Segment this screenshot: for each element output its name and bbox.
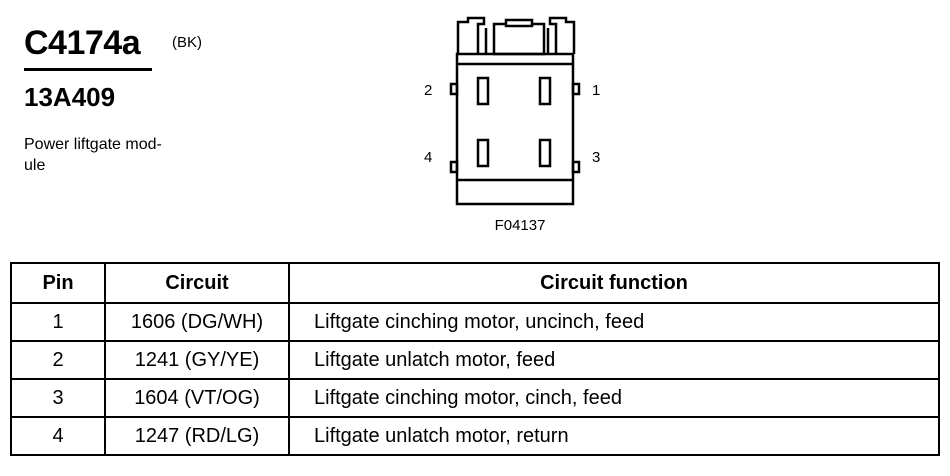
cell-circuit: 1606 (DG/WH): [104, 302, 290, 342]
cell-pin: 3: [10, 378, 106, 418]
connector-color-code: (BK): [172, 34, 202, 51]
cell-circuit: 1604 (VT/OG): [104, 378, 290, 418]
pin-cavity-2: [476, 76, 490, 106]
cell-pin: 2: [10, 340, 106, 380]
table-header-row: Pin Circuit Circuit function: [10, 262, 940, 304]
cell-circuit: 1241 (GY/YE): [104, 340, 290, 380]
header-circuit-function: Circuit function: [288, 262, 940, 304]
title-underline: [24, 68, 152, 71]
pin-table: Pin Circuit Circuit function 1 1606 (DG/…: [10, 262, 940, 456]
connector-latch: [548, 16, 576, 54]
cell-function: Liftgate cinching motor, cinch, feed: [288, 378, 940, 418]
cell-function: Liftgate cinching motor, uncinch, feed: [288, 302, 940, 342]
table-row: 4 1247 (RD/LG) Liftgate unlatch motor, r…: [10, 416, 940, 456]
pin-label-3: 3: [592, 149, 600, 166]
cell-pin: 1: [10, 302, 106, 342]
header-pin: Pin: [10, 262, 106, 304]
table-row: 3 1604 (VT/OG) Liftgate cinching motor, …: [10, 378, 940, 418]
cell-function: Liftgate unlatch motor, feed: [288, 340, 940, 380]
pin-cavity-3: [538, 138, 552, 168]
connector-title: C4174a: [24, 24, 141, 62]
connector-lock-tab: [492, 22, 546, 56]
pin-label-2: 2: [424, 82, 432, 99]
pin-label-1: 1: [592, 82, 600, 99]
connector-lock-tab-top: [504, 18, 534, 28]
header-circuit: Circuit: [104, 262, 290, 304]
pin-label-4: 4: [424, 149, 432, 166]
connector-latch: [456, 16, 486, 54]
connector-body: [455, 52, 575, 206]
pin-cavity-4: [476, 138, 490, 168]
cell-circuit: 1247 (RD/LG): [104, 416, 290, 456]
cell-function: Liftgate unlatch motor, return: [288, 416, 940, 456]
connector-face-diagram: 2 1 4 3: [424, 16, 600, 206]
connector-description: Power liftgate mod- ule: [24, 136, 162, 174]
figure-id: F04137: [494, 217, 546, 234]
table-row: 1 1606 (DG/WH) Liftgate cinching motor, …: [10, 302, 940, 342]
cell-pin: 4: [10, 416, 106, 456]
table-row: 2 1241 (GY/YE) Liftgate unlatch motor, f…: [10, 340, 940, 380]
part-number: 13A409: [24, 82, 116, 112]
pin-cavity-1: [538, 76, 552, 106]
